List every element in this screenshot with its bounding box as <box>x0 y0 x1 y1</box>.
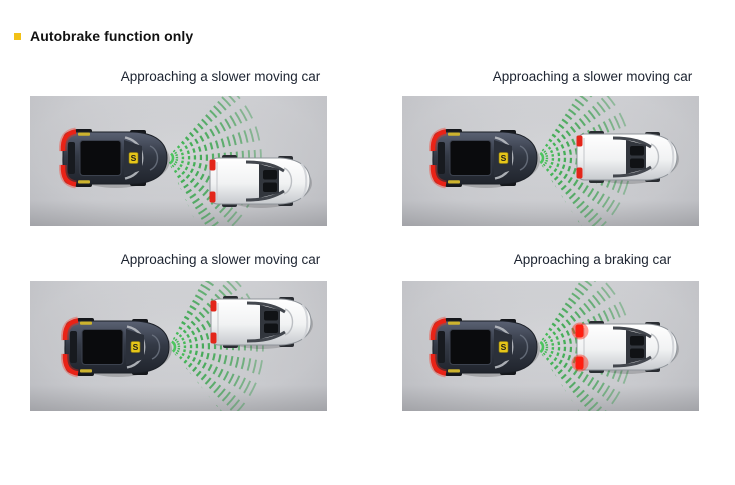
panel-3-caption: Approaching a slower moving car <box>120 252 321 267</box>
lead-car <box>208 153 314 210</box>
ego-car <box>62 129 170 188</box>
lead-car <box>575 129 681 186</box>
ego-car <box>64 318 172 377</box>
scene-approaching-slower-car-offset-below <box>30 96 327 226</box>
lead-car <box>209 294 315 351</box>
scene-approaching-slower-car-offset-above <box>30 281 327 411</box>
page-title-row: Autobrake function only <box>14 28 193 44</box>
lead-car-braking <box>572 321 680 374</box>
panel-1-caption: Approaching a slower moving car <box>120 69 321 84</box>
panel-2-caption: Approaching a slower moving car <box>492 69 693 84</box>
page-title: Autobrake function only <box>30 28 194 44</box>
ego-car <box>432 129 540 188</box>
scene-approaching-slower-car-in-line <box>402 96 699 226</box>
panel-4-caption: Approaching a braking car <box>513 252 672 267</box>
yellow-square-bullet-icon <box>14 33 21 40</box>
ego-car <box>432 318 540 377</box>
scene-approaching-braking-car <box>402 281 699 411</box>
